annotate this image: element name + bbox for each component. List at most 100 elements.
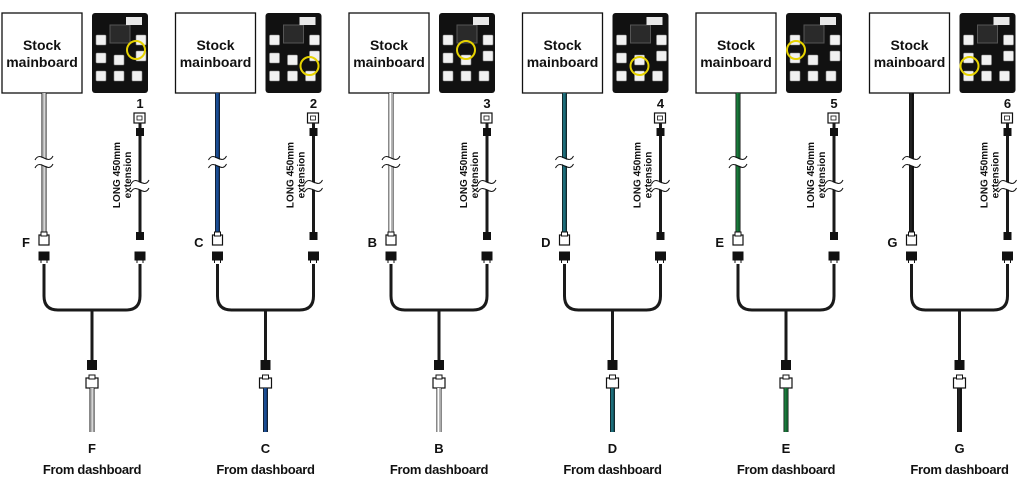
board-chip [803, 24, 825, 44]
extension-socket-latch [1004, 115, 1010, 121]
board-connector [482, 34, 494, 46]
mainboard-label: Stock [543, 37, 581, 53]
extension-socket-latch [483, 115, 490, 121]
cable-letter-bottom: B [434, 441, 443, 456]
board-photo [92, 13, 148, 93]
from-dashboard-label: From dashboard [563, 462, 662, 477]
board-connector [963, 70, 974, 82]
connector-plug [481, 251, 493, 261]
break-mark [34, 163, 54, 169]
extension-label-line1: LONG 450mm [806, 142, 817, 208]
board-connector [807, 70, 819, 82]
cable-letter-top: B [368, 235, 377, 250]
extension-socket-latch [310, 115, 316, 121]
connector-plug [308, 251, 319, 261]
from-dashboard-label: From dashboard [910, 462, 1009, 477]
cable-letter-top: F [22, 235, 30, 250]
extension-label-line1: LONG 450mm [459, 142, 470, 208]
cable-letter-top: G [887, 235, 897, 250]
board-number: 1 [136, 96, 143, 111]
extension-label-line2: extension [991, 152, 1002, 199]
board-connector [131, 70, 143, 82]
break-mark [824, 179, 844, 185]
splitter-plug [434, 360, 444, 370]
mainboard-label: mainboard [353, 54, 425, 70]
board-chip [283, 24, 304, 44]
break-gap [128, 181, 152, 191]
splitter-harness [42, 264, 142, 312]
board-connector [656, 34, 667, 46]
board-port [299, 17, 316, 25]
board-connector [789, 34, 801, 46]
board-connector [95, 52, 107, 64]
connector-latch [40, 231, 48, 237]
board-connector [981, 70, 992, 82]
board-connector [478, 70, 490, 82]
board-connector [460, 70, 472, 82]
break-mark [651, 179, 670, 185]
cable-letter-top: D [541, 235, 550, 250]
board-photo [265, 13, 322, 93]
from-dashboard-label: From dashboard [216, 462, 315, 477]
connector-plug [906, 251, 917, 261]
break-mark [130, 187, 150, 193]
from-dashboard-label: From dashboard [737, 462, 836, 477]
extension-label-line2: extension [470, 152, 481, 199]
break-mark [824, 187, 844, 193]
extension-label-line1: LONG 450mm [112, 142, 123, 208]
cable-letter-top: E [715, 235, 724, 250]
board-connector [113, 54, 125, 66]
board-connector [807, 54, 819, 66]
break-mark [651, 187, 670, 193]
highlight-ring [959, 56, 980, 76]
extension-end [309, 232, 318, 240]
dashboard-connector-latch [609, 374, 616, 380]
board-connector [1003, 34, 1014, 46]
board-port [646, 17, 663, 25]
mainboard-label: mainboard [527, 54, 599, 70]
highlight-ring [629, 56, 650, 76]
break-mark [555, 163, 574, 169]
board-port [820, 17, 836, 25]
highlight-ring [786, 40, 806, 60]
dashboard-connector-latch [782, 374, 790, 380]
board-connector [652, 70, 663, 82]
board-connector [269, 52, 280, 64]
extension-end [136, 232, 144, 240]
board-connector [309, 34, 320, 46]
cable-letter-bottom: F [88, 441, 96, 456]
stock-mainboard-box [174, 12, 257, 94]
connector-plug [828, 251, 840, 261]
board-connector [616, 70, 627, 82]
stock-mainboard-box [348, 12, 430, 94]
from-dashboard-label: From dashboard [43, 462, 142, 477]
connector-plug [655, 251, 666, 261]
break-mark [304, 187, 323, 193]
break-mark [477, 187, 497, 193]
extension-end [136, 128, 144, 136]
board-number: 4 [657, 96, 665, 111]
extension-end [830, 128, 838, 136]
board-connector [825, 70, 837, 82]
extension-label-line2: extension [817, 152, 828, 199]
board-photo [959, 13, 1016, 93]
break-mark [902, 155, 921, 161]
dashboard-connector-latch [88, 374, 96, 380]
extension-end [483, 232, 491, 240]
board-port [126, 17, 142, 25]
cable-letter-bottom: E [782, 441, 791, 456]
highlight-ring [126, 40, 146, 60]
board-connector [981, 54, 992, 66]
extension-label-line1: LONG 450mm [980, 142, 991, 208]
extension-socket-latch [136, 115, 143, 121]
break-mark [381, 163, 401, 169]
board-connector [95, 34, 107, 46]
mainboard-label: mainboard [6, 54, 78, 70]
break-gap [301, 181, 326, 191]
